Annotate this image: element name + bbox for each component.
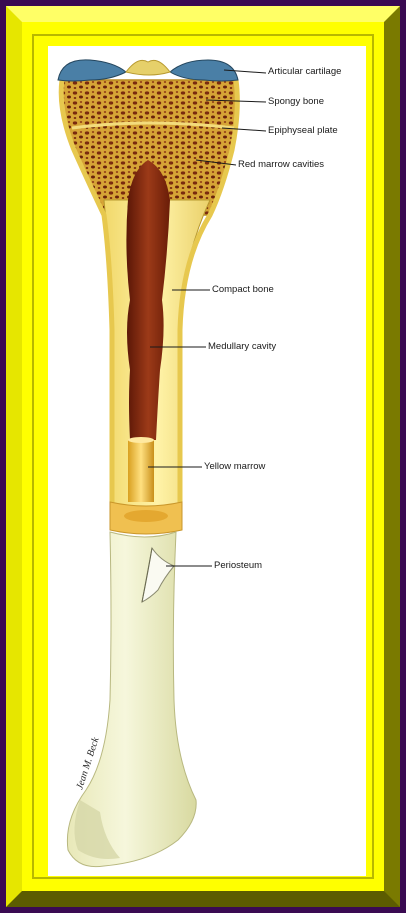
label-articular-cartilage: Articular cartilage — [268, 66, 341, 77]
label-spongy-bone: Spongy bone — [268, 96, 324, 107]
yellow-marrow-cylinder — [128, 440, 154, 502]
label-red-marrow-cavities: Red marrow cavities — [238, 159, 324, 170]
label-compact-bone: Compact bone — [212, 284, 274, 295]
label-yellow-marrow: Yellow marrow — [204, 461, 265, 472]
intercondylar-eminence — [126, 60, 170, 75]
articular-cartilage-left — [58, 60, 126, 81]
label-periosteum: Periosteum — [214, 560, 262, 571]
label-epiphyseal-plate: Epiphyseal plate — [268, 125, 338, 136]
label-medullary-cavity: Medullary cavity — [208, 341, 276, 352]
